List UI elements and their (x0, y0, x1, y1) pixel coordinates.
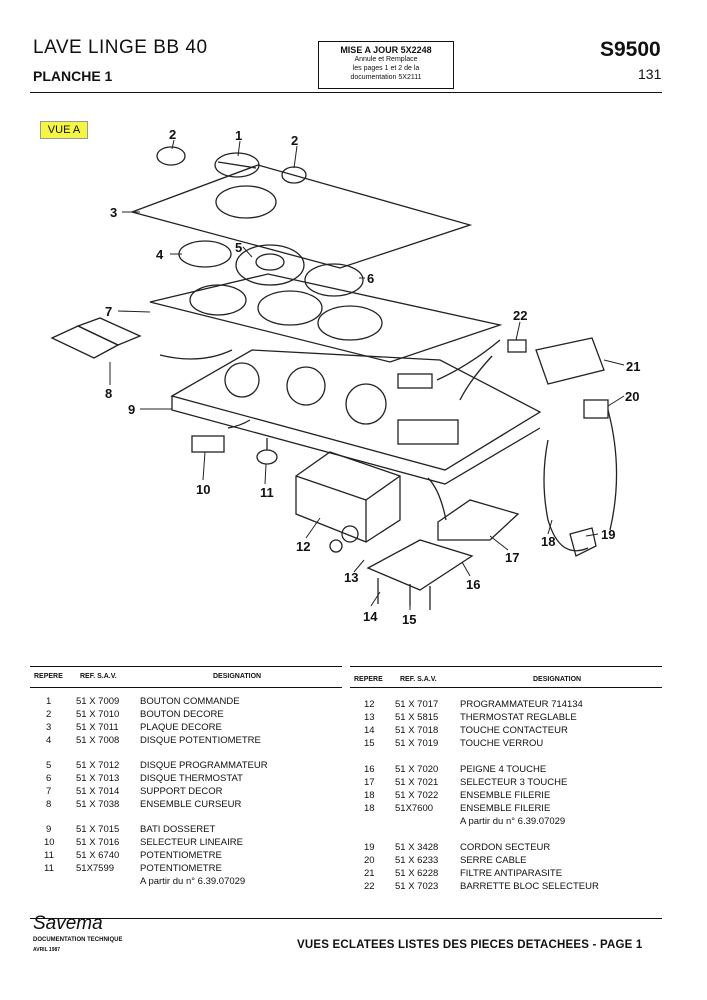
view-label: VUE A (40, 121, 88, 139)
update-line: les pages 1 et 2 de la (352, 65, 420, 72)
wiring-harness (543, 439, 589, 552)
callout-7: 7 (105, 304, 112, 319)
callout-5: 5 (235, 240, 242, 255)
disc-programmer (235, 244, 305, 286)
table-divider-left (30, 666, 342, 667)
footer-divider (30, 918, 662, 919)
footer-caption: VUES ECLATEES LISTES DES PIECES DETACHEE… (297, 939, 643, 951)
linear-selector (191, 435, 225, 453)
selector-bar (507, 339, 527, 353)
decor-support (149, 273, 503, 363)
callout-21: 21 (626, 359, 640, 374)
exploded-view-drawing: 1 2 2 3 4 5 6 7 8 9 10 11 12 13 14 15 16… (50, 127, 640, 627)
cable-clamp (583, 399, 609, 419)
update-notice-box: MISE A JOUR 5X2248 Annule et Remplace le… (318, 41, 454, 89)
callout-10: 10 (196, 482, 210, 497)
table-divider-right (350, 666, 662, 667)
power-cord (607, 409, 618, 531)
header-divider (30, 92, 662, 93)
document-code: S9500 (600, 38, 661, 61)
callout-15: 15 (402, 612, 416, 627)
brand-name: Savema (33, 913, 103, 934)
header-repere: REPERE (354, 676, 383, 683)
disc-thermostat (304, 263, 364, 297)
interference-filter (535, 337, 605, 385)
callout-4: 4 (156, 247, 164, 262)
programmer (295, 451, 401, 543)
callout-20: 20 (625, 389, 639, 404)
callout-11: 11 (260, 485, 274, 500)
callout-3: 3 (110, 205, 117, 220)
header-repere: REPERE (34, 673, 63, 680)
header-designation: DESIGNATION (213, 673, 262, 680)
selector-3-keys (437, 499, 520, 541)
document-title: LAVE LINGE BB 40 (33, 37, 208, 58)
planche-label: PLANCHE 1 (33, 68, 113, 84)
callout-14: 14 (363, 609, 378, 624)
table-divider-left (30, 687, 342, 688)
doc-date: AVRIL 1987 (33, 947, 61, 953)
callout-22: 22 (513, 308, 527, 323)
table-divider-right (350, 687, 662, 688)
update-title: MISE A JOUR 5X2248 (340, 45, 432, 55)
update-line: documentation 5X2111 (350, 74, 422, 81)
plug (569, 527, 597, 557)
callout-18: 18 (541, 534, 555, 549)
callout-2: 2 (169, 127, 176, 142)
callout-17: 17 (505, 550, 519, 565)
decor-plate (129, 164, 473, 269)
update-line: Annule et Remplace (354, 56, 418, 63)
callout-13: 13 (344, 570, 358, 585)
key-comb (366, 539, 474, 591)
header-ref: REF. S.A.V. (80, 673, 117, 680)
page-number: 131 (638, 66, 662, 82)
control-panel-frame (170, 349, 542, 471)
callout-1: 1 (235, 128, 242, 143)
knob-2-left (156, 146, 186, 166)
callout-19: 19 (601, 527, 615, 542)
callout-9: 9 (128, 402, 135, 417)
callout-2: 2 (291, 133, 298, 148)
header-designation: DESIGNATION (533, 676, 582, 683)
callout-8: 8 (105, 386, 112, 401)
callout-16: 16 (466, 577, 480, 592)
callout-12: 12 (296, 539, 310, 554)
header-ref: REF. S.A.V. (400, 676, 437, 683)
doc-type: DOCUMENTATION TECHNIQUE (33, 937, 123, 943)
callout-6: 6 (367, 271, 374, 286)
